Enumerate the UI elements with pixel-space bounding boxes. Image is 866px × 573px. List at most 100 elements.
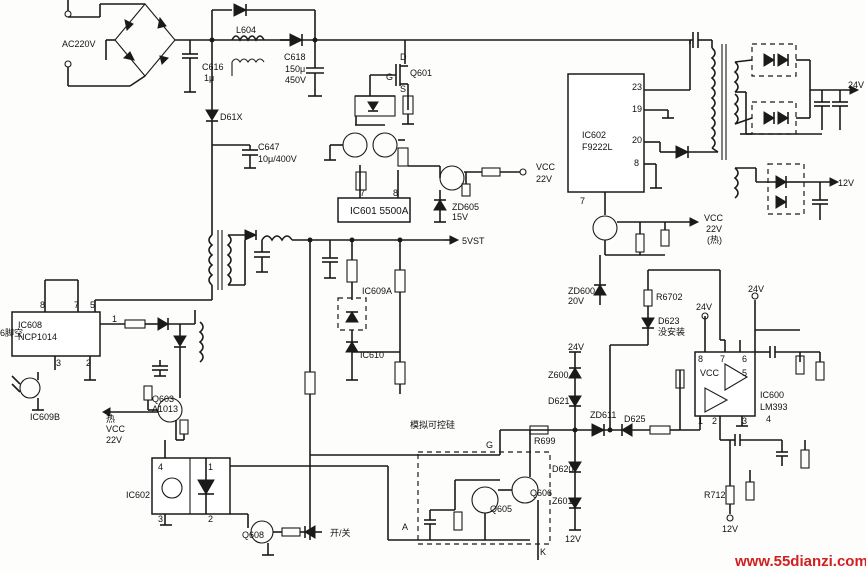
lbl-no-install: 没安装 [658, 326, 685, 337]
lbl-c618-v1: 150μ [285, 64, 305, 74]
lbl-p3d: 3 [742, 416, 747, 426]
optocoupler-ic602 [151, 457, 231, 515]
lbl-zd605: ZD605 [452, 202, 479, 212]
lbl-onoff: 开/关 [330, 527, 351, 538]
lbl-24v-b: 24V [568, 342, 584, 352]
lbl-p2b: 2 [86, 358, 91, 368]
lbl-q608: Q608 [242, 530, 264, 540]
ic602-f9222l [567, 73, 645, 193]
lbl-q601: Q601 [410, 68, 432, 78]
lbl-vcc22-b1: VCC [704, 213, 724, 223]
lbl-ic600: IC600 [760, 390, 784, 400]
lbl-a2: A [402, 522, 408, 532]
lbl-c618: C618 [284, 52, 306, 62]
q601-mosfet [369, 40, 414, 125]
lbl-p4c: 4 [158, 462, 163, 472]
lbl-p7b: 7 [74, 300, 79, 310]
lbl-r699: R699 [534, 436, 556, 446]
lbl-d625: D625 [624, 414, 646, 424]
lbl-vcc22-a2: 22V [536, 174, 552, 184]
lbl-pin8: 8 [393, 188, 398, 198]
lbl-p23: 23 [632, 82, 642, 92]
lbl-hot-c: 热 [106, 413, 115, 424]
lbl-d623: D623 [658, 316, 680, 326]
lbl-p7: 7 [580, 196, 585, 206]
c616 [182, 40, 198, 93]
lbl-pin7: 7 [360, 188, 365, 198]
lbl-ic601: IC601 5500A [350, 206, 409, 217]
lbl-d: D [400, 52, 407, 62]
lbl-p5d: 5 [742, 368, 747, 378]
lbl-lm393: LM393 [760, 402, 788, 412]
lbl-12v-b: 12V [565, 534, 581, 544]
lbl-z601: Z601 [552, 496, 573, 506]
lbl-p5b: 5 [90, 300, 95, 310]
lbl-5vst: 5VST [462, 236, 485, 246]
lbl-p4d: 4 [766, 414, 771, 424]
lbl-k2: K [540, 547, 546, 557]
lbl-c647: C647 [258, 142, 280, 152]
lbl-a1013: A1013 [152, 404, 178, 414]
lbl-q606: Q606 [530, 488, 552, 498]
lbl-ic608: IC608 [18, 320, 42, 330]
lbl-vcc22-b2: 22V [706, 224, 722, 234]
lbl-ncp1014: NCP1014 [18, 332, 57, 342]
lbl-ic602: IC602 [582, 130, 606, 140]
lbl-f9222l: F9222L [582, 142, 613, 152]
lbl-g: G [386, 72, 393, 82]
lbl-g2: G [486, 440, 493, 450]
lbl-p1d: 1 [698, 416, 703, 426]
lbl-p8: 8 [634, 158, 639, 168]
lbl-24v-c: 24V [696, 302, 712, 312]
lbl-p1b: 1 [112, 314, 117, 324]
lbl-p1c: 1 [208, 462, 213, 472]
lbl-vcc22-c2: 22V [106, 435, 122, 445]
lbl-p8b: 8 [40, 300, 45, 310]
lbl-zd600: ZD600 [568, 286, 595, 296]
lbl-p6d: 6 [742, 354, 747, 364]
lbl-p8d: 8 [698, 354, 703, 364]
lbl-hot-b: (热) [707, 234, 722, 245]
ic601-chip [337, 197, 411, 223]
lbl-24v-top: 24V [848, 80, 864, 90]
lbl-15v: 15V [452, 212, 468, 222]
lbl-d61x: D61X [220, 112, 243, 122]
lbl-24v-d: 24V [748, 284, 764, 294]
lbl-q603: Q603 [152, 394, 174, 404]
lbl-d621: D621 [548, 396, 570, 406]
lbl-p2c: 2 [208, 514, 213, 524]
lbl-ac-in: AC220V [62, 39, 96, 49]
lbl-p2d: 2 [712, 416, 717, 426]
lbl-vcc22-a1: VCC [536, 162, 556, 172]
ac-input [64, 0, 145, 87]
lbl-p3c: 3 [158, 514, 163, 524]
ic608-chip [11, 311, 101, 357]
lbl-s: S [400, 84, 406, 94]
lbl-ic610: IC610 [360, 350, 384, 360]
lbl-vcc-ic: VCC [700, 368, 720, 378]
lbl-p20: 20 [632, 135, 642, 145]
lbl-12v-c: 12V [722, 524, 738, 534]
lbl-vcc22-c1: VCC [106, 424, 126, 434]
lbl-ic609a: IC609A [362, 286, 392, 296]
lbl-zd611: ZD611 [590, 410, 616, 420]
lbl-c618-v2: 450V [285, 75, 306, 85]
lbl-p3b: 3 [56, 358, 61, 368]
lbl-empty6: 6脚空 [0, 327, 23, 338]
watermark: www.55dianzi.com [734, 553, 866, 570]
lbl-r6702: R6702 [656, 292, 683, 302]
lbl-p19: 19 [632, 104, 642, 114]
lbl-p7d: 7 [720, 354, 725, 364]
lbl-20v: 20V [568, 296, 584, 306]
lbl-c616-val: 1μ [204, 73, 214, 83]
sim-thyristor-box [417, 451, 551, 545]
lbl-ic609b: IC609B [30, 412, 60, 422]
lbl-d620: D620 [552, 464, 574, 474]
lbl-c616: C616 [202, 62, 224, 72]
lbl-q605: Q605 [490, 504, 512, 514]
lbl-z600: Z600 [548, 370, 569, 380]
lbl-ic602b: IC602 [126, 490, 150, 500]
lbl-c647-val: 10μ/400V [258, 154, 297, 164]
